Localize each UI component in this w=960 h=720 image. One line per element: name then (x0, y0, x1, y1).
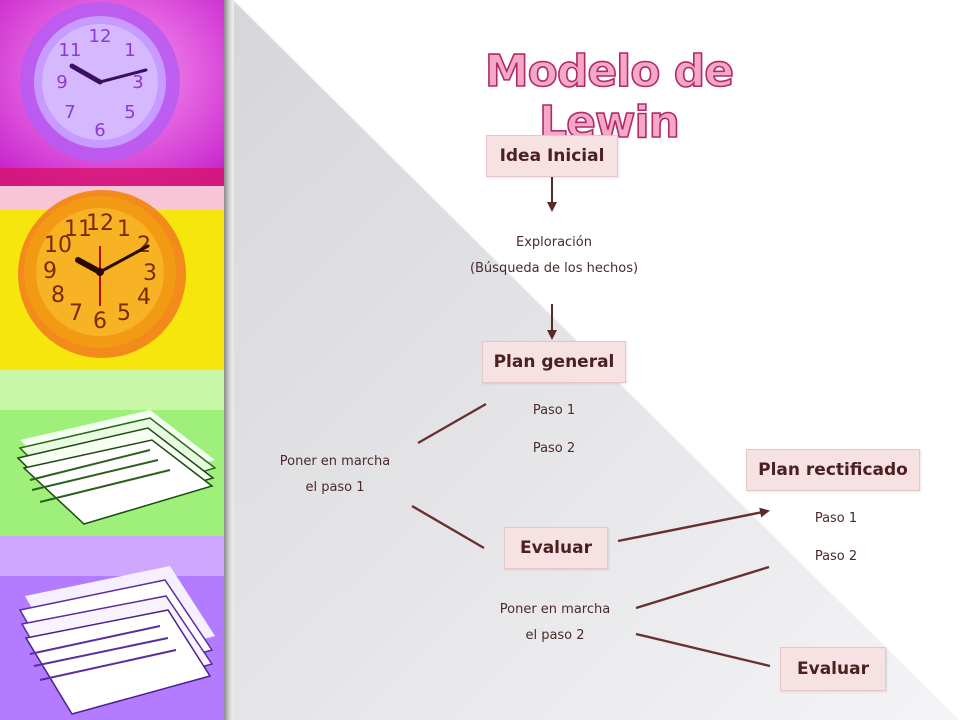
text-exploracion-line1: Exploración (516, 235, 592, 250)
svg-text:5: 5 (124, 102, 135, 123)
svg-text:3: 3 (132, 72, 143, 93)
svg-text:11: 11 (64, 217, 92, 242)
svg-text:7: 7 (64, 102, 75, 123)
diagram-area: Modelo de Lewin Idea Inicial Plan genera… (234, 0, 960, 720)
connector-poner1-to-evaluar (411, 504, 485, 550)
text-poner-marcha-2: Poner en marcha el paso 2 (486, 597, 624, 649)
svg-text:6: 6 (94, 120, 105, 141)
svg-text:11: 11 (59, 40, 82, 61)
svg-text:10: 10 (44, 233, 72, 258)
connector-layer (411, 176, 771, 668)
box-idea-inicial: Idea Inicial (486, 135, 618, 177)
svg-text:9: 9 (43, 259, 57, 284)
svg-text:5: 5 (117, 301, 131, 326)
svg-text:1: 1 (117, 217, 131, 242)
svg-text:6: 6 (93, 309, 107, 334)
svg-text:12: 12 (86, 211, 114, 236)
papers-purple-image (0, 536, 228, 720)
connector-poner2-to-evaluar2 (635, 632, 771, 668)
svg-text:12: 12 (89, 26, 112, 47)
text-exploracion: Exploración (Búsqueda de los hechos) (444, 230, 664, 282)
box-evaluar-1: Evaluar (504, 527, 608, 569)
svg-text:9: 9 (56, 72, 67, 93)
svg-text:3: 3 (143, 261, 157, 286)
box-plan-general: Plan general (482, 341, 626, 383)
svg-text:8: 8 (51, 283, 65, 308)
papers-green-image (0, 370, 228, 536)
text-paso1-b: Paso 1 (814, 511, 858, 526)
text-poner-marcha-2-line2: el paso 2 (525, 628, 585, 643)
svg-text:1: 1 (124, 40, 135, 61)
box-evaluar-2: Evaluar (780, 647, 886, 691)
text-exploracion-line2: (Búsqueda de los hechos) (469, 261, 639, 276)
text-paso1-a: Paso 1 (532, 403, 576, 418)
text-paso2-a: Paso 2 (532, 441, 576, 456)
text-poner-marcha-1-line2: el paso 1 (305, 480, 365, 495)
strip-divider (224, 0, 234, 720)
text-poner-marcha-2-line1: Poner en marcha (499, 602, 611, 617)
box-plan-rectificado: Plan rectificado (746, 449, 920, 491)
text-paso2-b: Paso 2 (814, 549, 858, 564)
arrow-evaluar-to-plan-rectificado (617, 507, 770, 543)
connector-poner1-to-plan (417, 402, 487, 445)
text-poner-marcha-1-line1: Poner en marcha (279, 454, 391, 469)
text-poner-marcha-1: Poner en marcha el paso 1 (270, 449, 400, 501)
connector-poner2-to-paso2 (635, 565, 770, 610)
svg-text:4: 4 (137, 285, 151, 310)
svg-text:7: 7 (69, 301, 83, 326)
